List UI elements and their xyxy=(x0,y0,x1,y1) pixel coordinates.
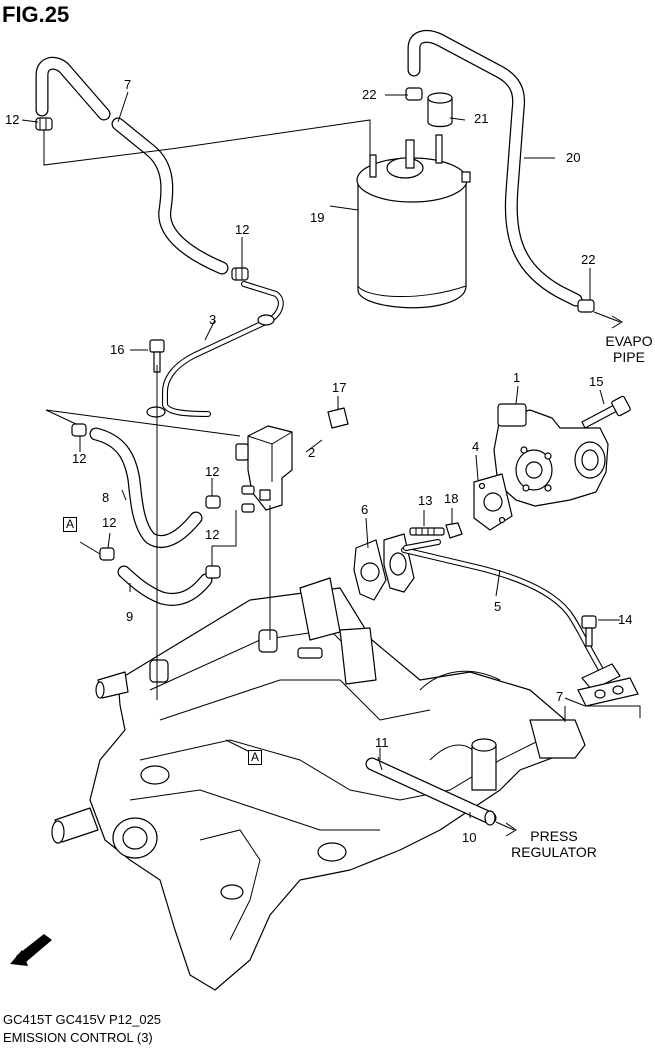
vacuum-hose-9 xyxy=(117,565,213,606)
callout-1: 1 xyxy=(513,370,521,385)
callout-7: 7 xyxy=(124,77,132,92)
callout-13: 13 xyxy=(418,493,433,508)
press-note-line2: REGULATOR xyxy=(511,844,597,860)
callout-17: 17 xyxy=(332,380,347,395)
press-regulator-note: PRESS REGULATOR xyxy=(504,828,604,860)
callout-18: 18 xyxy=(444,491,459,506)
callout-19: 19 xyxy=(310,210,325,225)
footer-section-name: EMISSION CONTROL (3) xyxy=(3,1030,153,1045)
clip-clamp-22-b xyxy=(577,299,595,313)
clip-clamp-22-a xyxy=(405,87,423,101)
egr-pipe-5 xyxy=(383,533,621,691)
callout-12: 12 xyxy=(102,515,117,530)
clip-clamp-12-c xyxy=(71,423,87,437)
callout-11: 11 xyxy=(375,735,389,750)
callout-4: 4 xyxy=(472,439,480,454)
callout-2: 2 xyxy=(308,445,316,460)
vacuum-hose-8 xyxy=(89,427,203,548)
flow-arrows xyxy=(495,311,623,837)
evapo-note-line1: EVAPO xyxy=(605,333,653,349)
vacuum-cap xyxy=(427,92,453,128)
charcoal-canister xyxy=(356,134,471,309)
clip-clamp-12-b xyxy=(231,267,249,281)
callout-10: 10 xyxy=(462,830,477,845)
callout-14: 14 xyxy=(618,612,633,627)
callout-12: 12 xyxy=(205,464,220,479)
forward-direction-arrow xyxy=(10,934,52,966)
callout-22: 22 xyxy=(581,252,596,267)
vacuum-hose-7 xyxy=(35,56,229,275)
footer-model-codes: GC415T GC415V P12_025 xyxy=(3,1012,162,1027)
callout-12: 12 xyxy=(5,112,20,127)
egr-valve xyxy=(493,403,609,507)
evap-hose-20 xyxy=(407,29,583,307)
stud-bolt-13 xyxy=(409,527,445,536)
callout-20: 20 xyxy=(566,150,581,165)
clip-clamp-12-a xyxy=(35,117,53,131)
gasket-6 xyxy=(353,539,387,601)
callout-3: 3 xyxy=(209,312,217,327)
vacuum-pipe-3 xyxy=(146,281,284,418)
clip-clamp-12-d xyxy=(205,495,221,509)
bolt-14 xyxy=(581,615,597,647)
clip-clamp-12-e xyxy=(99,547,115,561)
callout-7: 7 xyxy=(556,689,564,704)
callout-8: 8 xyxy=(102,490,110,505)
callout-12: 12 xyxy=(205,527,220,542)
press-note-line1: PRESS xyxy=(530,828,578,844)
callout-9: 9 xyxy=(126,609,134,624)
callout-15: 15 xyxy=(589,374,604,389)
callout-16: 16 xyxy=(110,342,125,357)
callout-12: 12 xyxy=(72,451,87,466)
callout-21: 21 xyxy=(474,111,489,126)
evapo-note-line2: PIPE xyxy=(613,349,645,365)
callout-12: 12 xyxy=(235,222,250,237)
egr-gasket-4 xyxy=(473,473,513,531)
evapo-pipe-note: EVAPO PIPE xyxy=(594,333,655,365)
callout-5: 5 xyxy=(494,599,502,614)
pressure-regulator-hose xyxy=(365,756,497,826)
bolt-15 xyxy=(581,395,631,429)
nut-18 xyxy=(445,522,463,539)
clip-clamp-12-f xyxy=(205,565,221,579)
leader-lines xyxy=(21,91,641,818)
reference-a-bottom: A xyxy=(248,750,263,765)
callout-22: 22 xyxy=(362,87,377,102)
grommet-17 xyxy=(327,407,349,429)
reference-a-top: A xyxy=(63,517,78,532)
egr-pipe-gasket-7 xyxy=(577,677,639,707)
callout-6: 6 xyxy=(361,502,369,517)
figure-title: FIG.25 xyxy=(2,2,70,27)
intake-manifold xyxy=(51,577,586,991)
vacuum-switching-valve xyxy=(235,425,293,513)
